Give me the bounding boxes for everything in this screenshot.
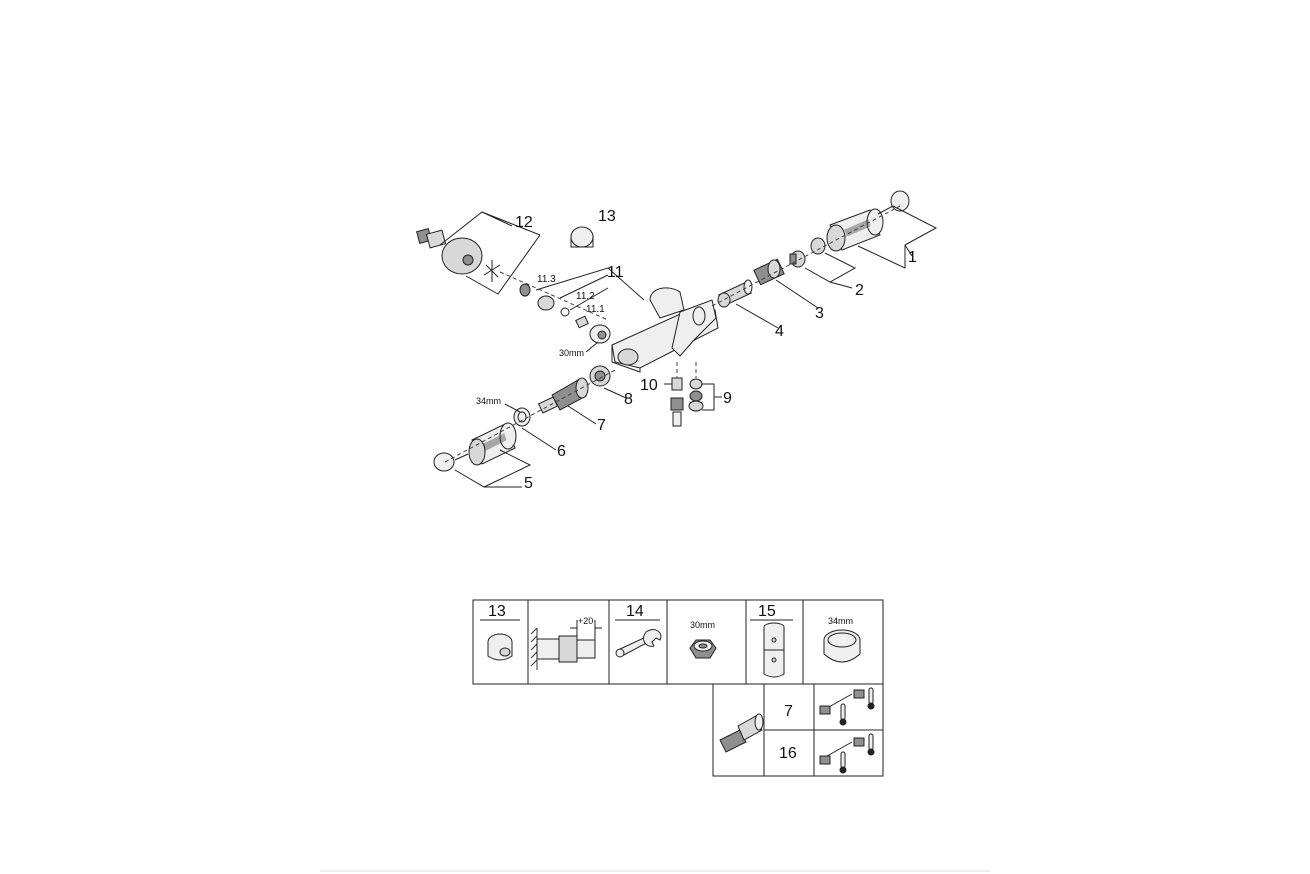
part-2-cartridge	[789, 237, 826, 268]
leader-11	[535, 267, 645, 311]
callout-11-2: 11.2	[576, 291, 595, 302]
leader-8	[603, 387, 627, 399]
extension-caption: +20	[578, 616, 593, 626]
leader-4	[735, 303, 779, 329]
table-cell-nut-30mm: 30mm	[689, 620, 717, 659]
leader-12	[439, 211, 541, 246]
table-number-7: 7	[784, 703, 793, 720]
callout-7: 7	[597, 417, 606, 434]
callout-11-1: 11.1	[586, 304, 605, 315]
table-number-14: 14	[626, 603, 644, 620]
ring-caption: 34mm	[828, 616, 853, 626]
leader-5	[454, 449, 532, 488]
part-5-handle	[433, 422, 517, 472]
leader-3	[775, 279, 819, 309]
callout-4: 4	[775, 323, 784, 340]
part-3-valve	[753, 258, 785, 286]
table-cell-13: 13	[480, 603, 520, 661]
callout-1: 1	[908, 249, 917, 266]
part-12-connector	[416, 226, 594, 282]
leader-2	[804, 252, 857, 289]
mixer-body	[611, 287, 719, 373]
accessory-table-lower: 7 16	[712, 683, 884, 777]
dimension-30mm: 30mm	[559, 348, 584, 358]
callout-11-3: 11.3	[537, 274, 556, 285]
callout-13: 13	[598, 208, 616, 225]
table-number-15: 15	[758, 603, 776, 620]
part-11-group	[519, 283, 611, 344]
thermostat-icon-row-7	[819, 687, 875, 726]
leader-1	[857, 205, 938, 269]
callout-9: 9	[723, 390, 732, 407]
part-9-nut-set	[688, 378, 704, 412]
leader-30mm	[585, 341, 599, 353]
axis-12	[499, 271, 609, 321]
callout-6: 6	[557, 443, 566, 460]
table-cell-ring-34mm: 34mm	[823, 616, 861, 663]
part-4-spindle	[717, 279, 753, 308]
leader-7	[567, 405, 597, 425]
accessory-table: 13 +20 14 30mm	[472, 599, 884, 685]
leader-6	[504, 403, 557, 451]
callout-3: 3	[815, 305, 824, 322]
nut-caption: 30mm	[690, 620, 715, 630]
leader-9	[702, 383, 722, 411]
part-1-handle	[826, 190, 910, 252]
table-cell-extension: +20	[530, 616, 602, 670]
dimension-34mm: 34mm	[476, 396, 501, 406]
callout-10: 10	[640, 377, 658, 394]
table-cell-14: 14	[615, 603, 662, 658]
leader-12-b	[465, 234, 541, 295]
callout-12: 12	[515, 214, 533, 231]
table-number-13: 13	[488, 603, 506, 620]
part-10-aerator	[670, 377, 684, 427]
axis-left	[444, 369, 616, 463]
cartridge-image	[719, 713, 764, 753]
callout-8: 8	[624, 391, 633, 408]
part-6-ring	[513, 407, 531, 427]
axis-right	[711, 205, 901, 307]
callout-11: 11	[607, 264, 624, 281]
callout-2: 2	[855, 282, 864, 299]
table-cell-15: 15	[750, 603, 793, 678]
part-8-ring	[589, 365, 611, 387]
table-number-16: 16	[779, 745, 797, 762]
callout-5: 5	[524, 475, 533, 492]
thermostat-icon-row-16	[819, 733, 875, 774]
